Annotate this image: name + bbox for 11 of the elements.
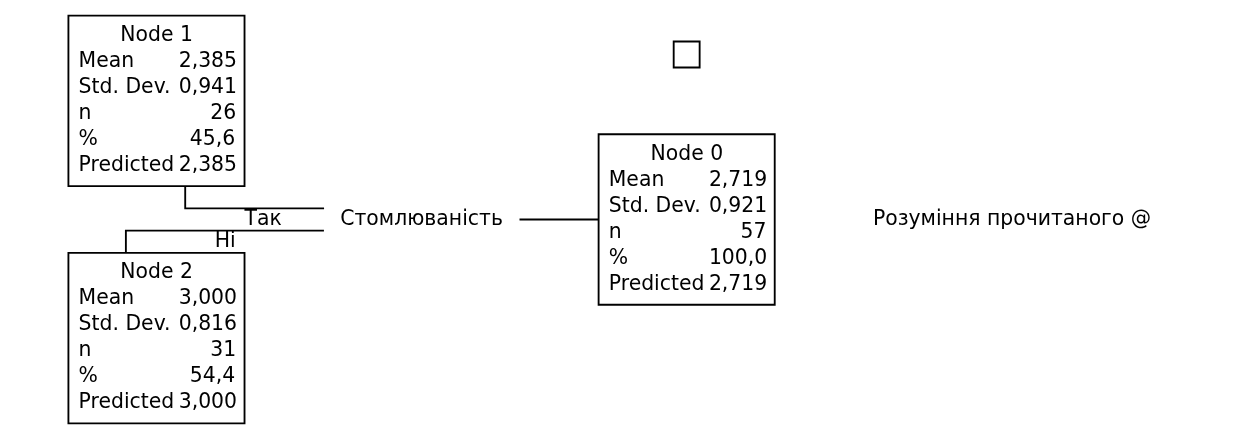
connector <box>124 229 325 254</box>
connector <box>183 185 325 210</box>
label: Розуміння прочитаного @ <box>872 205 1151 230</box>
connector <box>518 218 599 221</box>
node-box <box>672 40 701 69</box>
edge-label: Так <box>244 205 282 230</box>
edge-label: Ні <box>214 227 236 252</box>
node-box: Node 1 Mean 2,385 Std. Dev. 0,941 n 26 % 45,6 Predicted 2,385 <box>67 14 245 188</box>
node-box: Node 2 Mean 3,000 Std. Dev. 0,816 n 31 % 54,4 Predicted 3,000 <box>67 251 245 425</box>
node-box: Node 0 Mean 2,719 Std. Dev. 0,921 n 57 % 100,0 Predicted 2,719 <box>597 133 776 306</box>
node-text: Стомлюваність <box>339 205 503 230</box>
